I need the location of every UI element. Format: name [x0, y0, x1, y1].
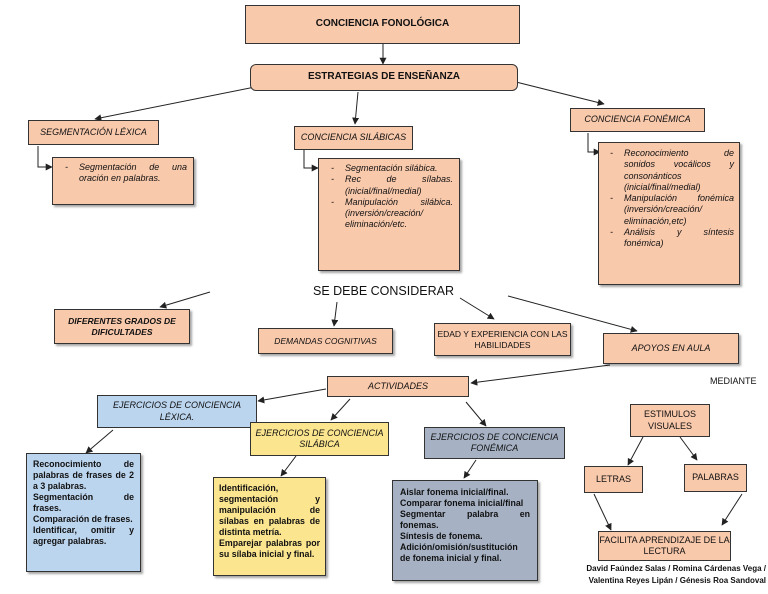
apoyos-text: APOYOS EN AULA — [631, 342, 711, 353]
conciencia-fonemica-node: CONCIENCIA FONÉMICA — [570, 108, 705, 132]
estrategias-text: ESTRATEGIAS DE ENSEÑANZA — [307, 71, 461, 83]
palabras-text: PALABRAS — [692, 472, 739, 483]
lexica-line: Reconocimiento de palabras de frases de … — [33, 459, 134, 491]
ejercicios-silabica-label: EJERCICIOS DE CONCIENCIA SILÁBICA — [255, 427, 384, 449]
letras-text: LETRAS — [595, 473, 631, 484]
ejercicios-fonemica-node: EJERCICIOS DE CONCIENCIA FONÉMICA — [424, 427, 565, 459]
authors-line: Valentina Reyes Lipán / Génesis Roa Sand… — [588, 575, 766, 585]
conciencia-fonemica-items: Reconocimiento de sonidos vocálicos y co… — [598, 142, 740, 285]
silabicas-item: Segmentación silábica. — [325, 163, 453, 175]
arrow-ej-lexica-lines — [85, 429, 114, 454]
arrow-actividades-silabica — [330, 398, 351, 421]
arrow-actividades-lexica — [257, 388, 327, 404]
segmentacion-lexica-label: SEGMENTACIÓN LÉXICA — [40, 126, 147, 137]
palabras-node: PALABRAS — [684, 464, 747, 492]
fonemica-item: Análisis y síntesis fonémica) — [604, 227, 734, 250]
silabicas-item: Rec de sílabas. (inicial/final/medial) — [325, 174, 453, 197]
fonemica-line: Adición/omisión/sustitución de fonema in… — [400, 541, 518, 563]
arrow-lexica-item — [37, 146, 53, 171]
lexica-line: Identificar, omitir y agregar palabras. — [33, 524, 134, 546]
arrow-ej-silabica-lines — [280, 455, 297, 477]
authors: David Faúndez Salas / Romina Cárdenas Ve… — [540, 563, 766, 586]
fonemica-item: Manipulación fonémica (inversión/creació… — [604, 193, 734, 227]
fonemica-line: Síntesis de fonema. — [400, 530, 483, 541]
arrow-letras-facilita — [593, 493, 612, 531]
ejercicios-silabica-node: EJERCICIOS DE CONCIENCIA SILÁBICA — [250, 422, 389, 456]
arrow-apoyos-actividades — [470, 364, 611, 386]
mediante-text: MEDIANTE — [710, 376, 757, 386]
apoyos-node: APOYOS EN AULA — [603, 333, 739, 364]
authors-line: David Faúndez Salas / Romina Cárdenas Ve… — [586, 564, 766, 573]
silabica-line: Identificación, segmentación y manipulac… — [219, 483, 320, 537]
fonemica-line: Segmentar palabra en fonemas. — [400, 508, 530, 530]
ejercicios-fonemica-label: EJERCICIOS DE CONCIENCIA FONÉMICA — [430, 431, 559, 453]
arrow-estimulos-letras — [627, 436, 644, 466]
silabica-line: Emparejar palabras por su sílaba inicial… — [219, 537, 320, 559]
letras-node: LETRAS — [584, 466, 643, 493]
ejercicios-lexica-label: EJERCICIOS DE CONCIENCIA LÉXICA. — [112, 400, 242, 422]
dificultades-node: DIFERENTES GRADOS DE DIFICULTADES — [54, 309, 190, 344]
arrow-estrategias-lexica — [94, 86, 256, 122]
lexica-line: Segmentación de frases. — [33, 491, 134, 513]
silabicas-item: Manipulación silábica. (inversión/creaci… — [325, 197, 453, 231]
dificultades-text: DIFERENTES GRADOS DE DIFICULTADES — [68, 315, 176, 337]
segmentacion-lexica-items: Segmentación de una oración en palabras. — [52, 157, 194, 205]
edad-text: EDAD Y EXPERIENCIA CON LAS HABILIDADES — [437, 328, 568, 350]
conciencia-fonemica-label: CONCIENCIA FONÉMICA — [584, 114, 691, 125]
facilita-node: FACILITA APRENDIZAJE DE LA LECTURA — [598, 531, 731, 561]
title-text: CONCIENCIA FONOLÓGICA — [315, 18, 450, 30]
lexica-line: Comparación de frases. — [33, 513, 133, 524]
arrow-considerar-demandas — [331, 301, 339, 327]
arrow-ej-fonemica-lines — [463, 459, 477, 479]
conciencia-silabicas-node: CONCIENCIA SILÁBICAS — [294, 126, 413, 150]
ejercicios-silabica-lines: Identificación, segmentación y manipulac… — [213, 477, 326, 576]
estimulos-text: ESTIMULOS VISUALES — [643, 409, 696, 431]
fonemica-line: Aislar fonema inicial/final. — [400, 487, 509, 497]
estimulos-node: ESTIMULOS VISUALES — [630, 404, 710, 437]
segmentacion-lexica-node: SEGMENTACIÓN LÉXICA — [28, 120, 159, 145]
lexica-item: Segmentación de una oración en palabras. — [59, 162, 187, 185]
title-node: CONCIENCIA FONOLÓGICA — [245, 5, 520, 44]
ejercicios-lexica-node: EJERCICIOS DE CONCIENCIA LÉXICA. — [97, 395, 257, 428]
conciencia-silabicas-items: Segmentación silábica. Rec de sílabas. (… — [318, 158, 460, 271]
facilita-text: FACILITA APRENDIZAJE DE LA LECTURA — [599, 534, 730, 556]
arrow-estimulos-palabras — [679, 436, 698, 461]
demandas-node: DEMANDAS COGNITIVAS — [258, 328, 393, 354]
arrow-estrategias-silabicas — [352, 91, 360, 125]
ejercicios-fonemica-lines: Aislar fonema inicial/final. Comparar fo… — [392, 480, 538, 581]
arrow-considerar-edad — [459, 297, 495, 320]
arrow-estrategias-fonemica — [515, 81, 605, 106]
arrow-actividades-fonemica — [465, 401, 487, 427]
fonemica-line: Comparar fonema inicial/final — [400, 497, 524, 508]
estrategias-node: ESTRATEGIAS DE ENSEÑANZA — [250, 64, 518, 91]
arrow-palabras-facilita — [721, 493, 743, 526]
arrow-considerar-dificultades — [159, 291, 211, 309]
demandas-text: DEMANDAS COGNITIVAS — [274, 335, 377, 346]
se-debe-considerar-text: SE DEBE CONSIDERAR — [313, 284, 455, 298]
actividades-node: ACTIVIDADES — [327, 376, 469, 397]
edad-node: EDAD Y EXPERIENCIA CON LAS HABILIDADES — [434, 323, 571, 356]
actividades-text: ACTIVIDADES — [367, 380, 428, 391]
fonemica-item: Reconocimiento de sonidos vocálicos y co… — [604, 148, 734, 193]
conciencia-silabicas-label: CONCIENCIA SILÁBICAS — [300, 132, 407, 143]
ejercicios-lexica-lines: Reconocimiento de palabras de frases de … — [26, 453, 141, 572]
arrow-silabicas-item — [303, 150, 319, 172]
